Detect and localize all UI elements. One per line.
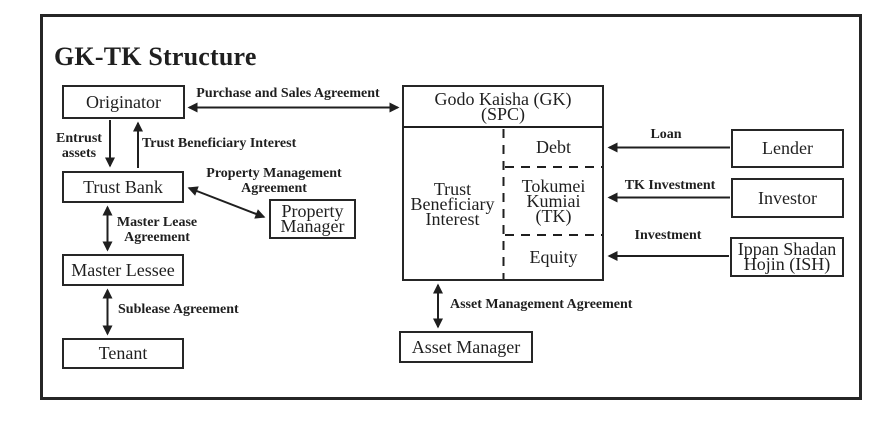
node-trust-bank: Trust Bank (62, 171, 184, 203)
node-trust-bank-label: Trust Bank (83, 176, 163, 197)
ish-line2: Hojin (ISH) (743, 254, 831, 274)
label-property-management-line2: Agreement (241, 181, 307, 196)
label-master-lease-line2: Agreement (124, 230, 190, 245)
node-lender-label: Lender (762, 138, 813, 158)
gk-header-line1: Godo Kaisha (GK) (434, 89, 572, 109)
node-asset-manager-label: Asset Manager (411, 336, 521, 357)
tbi-cell-line2: Beneficiary (410, 193, 495, 214)
gk-header-line2: (SPC) (480, 104, 525, 124)
tbi-cell-line1: Trust (433, 178, 472, 199)
node-lender: Lender (731, 129, 844, 168)
label-property-management-agreement: Property Management Agreement (206, 166, 341, 196)
tk-cell-line2: Kumiai (526, 190, 581, 211)
cell-equity: Equity (503, 235, 604, 279)
label-property-management-line1: Property Management (206, 166, 342, 181)
label-tk-investment: TK Investment (624, 178, 716, 193)
label-master-lease-agreement: Master Lease Agreement (117, 215, 197, 245)
label-entrust-assets-line1: Entrust (56, 131, 102, 146)
label-master-lease-line1: Master Lease (116, 215, 198, 230)
node-originator-label: Originator (86, 91, 161, 112)
node-master-lessee: Master Lessee (62, 254, 184, 286)
label-purchase-and-sales-agreement: Purchase and Sales Agreement (196, 86, 380, 101)
node-ippan-shadan-hojin: Ippan Shadan Hojin (ISH) (730, 237, 844, 277)
gk-header: Godo Kaisha (GK) (SPC) (404, 87, 602, 127)
label-entrust-assets: Entrust assets (56, 131, 102, 161)
node-tenant-label: Tenant (98, 343, 148, 363)
node-originator: Originator (62, 85, 185, 119)
cell-debt: Debt (503, 127, 604, 167)
node-investor: Investor (731, 178, 844, 218)
tk-cell-line1: Tokumei (521, 175, 586, 196)
node-asset-manager: Asset Manager (399, 331, 533, 363)
cell-equity-label: Equity (529, 246, 578, 267)
label-loan: Loan (650, 127, 682, 142)
label-sublease-agreement: Sublease Agreement (118, 302, 239, 317)
node-master-lessee-label: Master Lessee (71, 259, 175, 280)
tk-cell-line3: (TK) (535, 205, 572, 226)
cell-debt-label: Debt (536, 136, 571, 157)
cell-trust-beneficiary-interest: Trust Beneficiary Interest (402, 127, 503, 281)
label-asset-management-agreement: Asset Management Agreement (450, 297, 633, 312)
ish-line1: Ippan Shadan (737, 239, 837, 259)
cell-tokumei-kumiai: Tokumei Kumiai (TK) (503, 167, 604, 235)
label-trust-beneficiary-interest: Trust Beneficiary Interest (142, 136, 297, 151)
diagram-title: GK-TK Structure (54, 42, 257, 71)
label-investment: Investment (634, 228, 702, 243)
label-entrust-assets-line2: assets (61, 146, 97, 161)
tbi-cell-line3: Interest (425, 208, 480, 229)
node-property-manager: Property Manager (269, 199, 356, 239)
node-investor-label: Investor (758, 187, 817, 208)
node-tenant: Tenant (62, 338, 184, 369)
node-property-manager-line1: Property (281, 201, 344, 221)
node-property-manager-line2: Manager (280, 216, 345, 236)
